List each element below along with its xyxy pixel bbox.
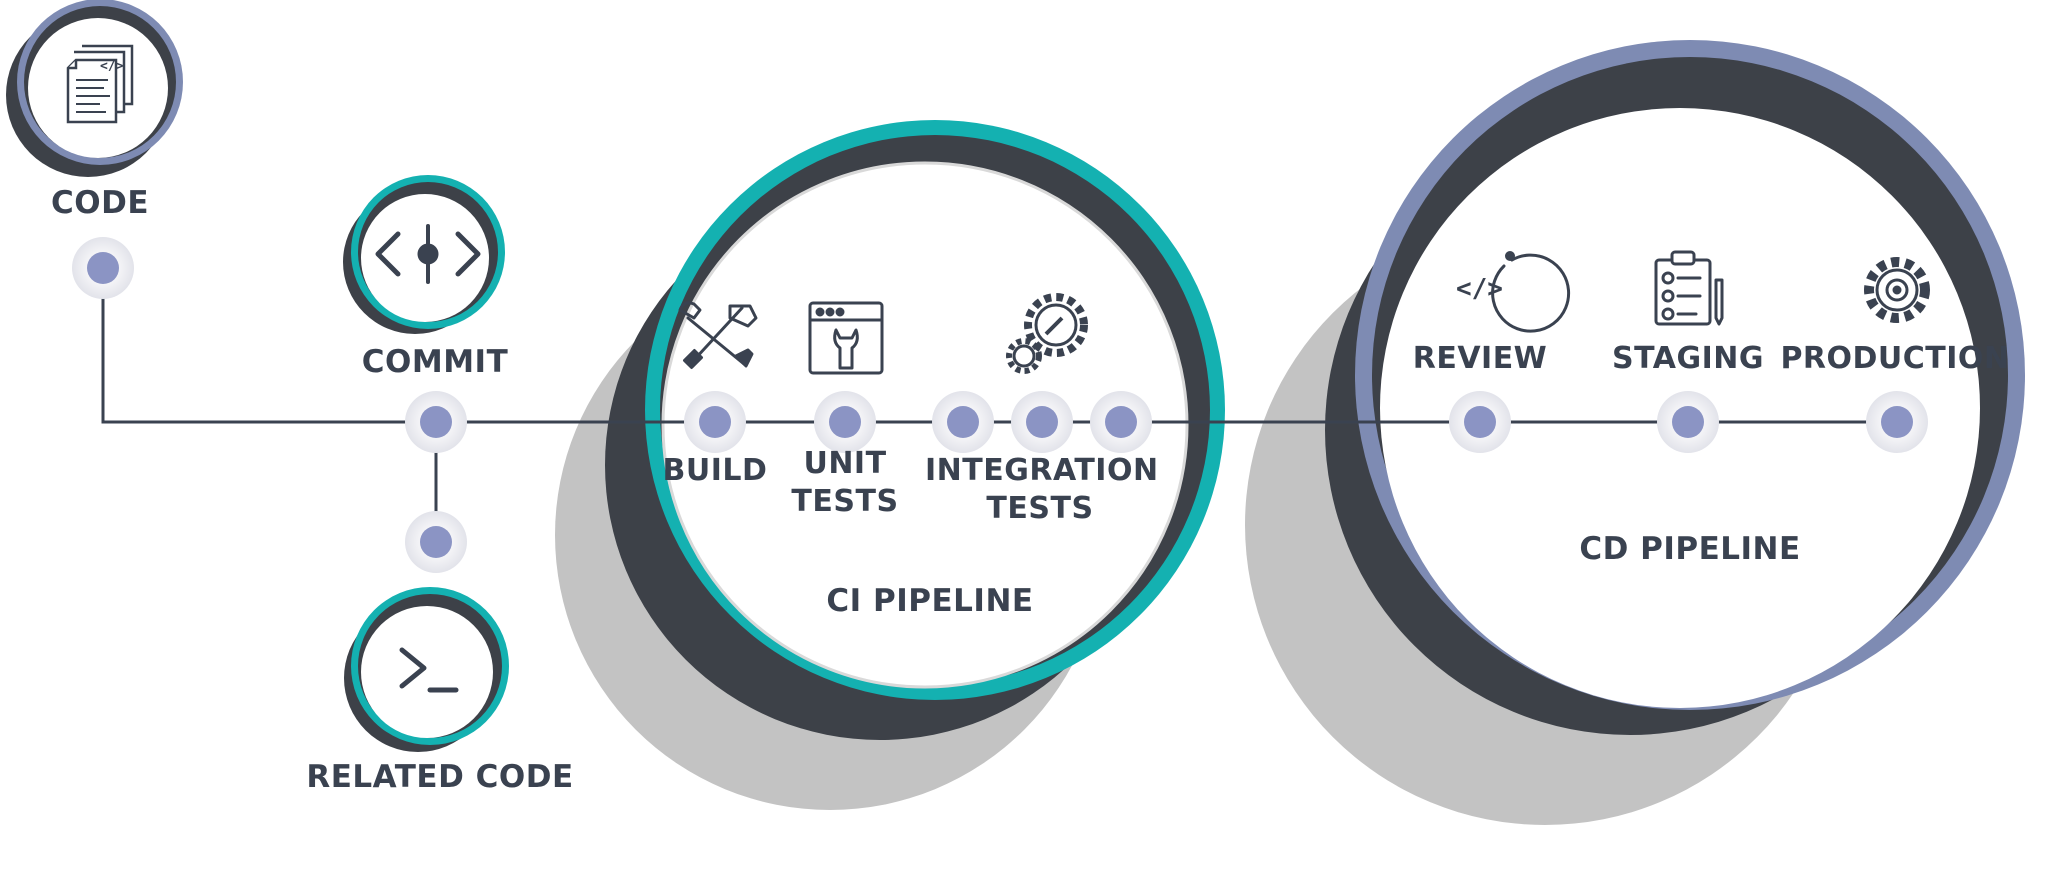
dot-related-code[interactable] (405, 511, 467, 573)
dot-staging[interactable] (1657, 391, 1719, 453)
build-tools-icon (678, 301, 758, 369)
dot-unit-tests[interactable] (814, 391, 876, 453)
review-label: REVIEW (1412, 341, 1548, 376)
code-label: CODE (50, 185, 149, 221)
related-code-label: RELATED CODE (306, 759, 574, 795)
build-label: BUILD (662, 453, 768, 488)
unit-tests-label-2: TESTS (791, 484, 899, 519)
code-document-icon: </> (66, 44, 134, 124)
dot-code[interactable] (72, 237, 134, 299)
production-label: PRODUCTION (1780, 341, 2010, 376)
integration-gears-icon (1006, 293, 1088, 374)
terminal-prompt-icon (399, 647, 459, 693)
ci-ring-face (663, 163, 1187, 687)
cd-pipeline-title: CD PIPELINE (1579, 531, 1801, 567)
dot-review[interactable] (1449, 391, 1511, 453)
ci-pipeline-title: CI PIPELINE (826, 583, 1034, 619)
dot-build[interactable] (684, 391, 746, 453)
unit-tests-icon (808, 301, 884, 375)
integration-tests-label-2: TESTS (986, 491, 1094, 526)
dot-production[interactable] (1866, 391, 1928, 453)
staging-clipboard-icon (1654, 250, 1724, 326)
svg-text:</>: </> (1456, 274, 1503, 304)
production-gear-icon (1864, 257, 1930, 323)
integration-tests-label-1: INTEGRATION (925, 453, 1159, 488)
staging-label: STAGING (1612, 341, 1764, 376)
dot-integration-2[interactable] (1011, 391, 1073, 453)
review-code-icon: </> (1456, 251, 1571, 333)
commit-label: COMMIT (361, 344, 509, 380)
timeline-dots (72, 237, 1928, 573)
main-timeline (101, 268, 1880, 424)
unit-tests-label-1: UNIT (803, 446, 887, 481)
svg-text:</>: </> (100, 59, 124, 74)
dot-integration-1[interactable] (932, 391, 994, 453)
dot-commit[interactable] (405, 391, 467, 453)
related-code-node-ring (344, 587, 509, 752)
dot-integration-3[interactable] (1090, 391, 1152, 453)
commit-icon (375, 224, 481, 284)
